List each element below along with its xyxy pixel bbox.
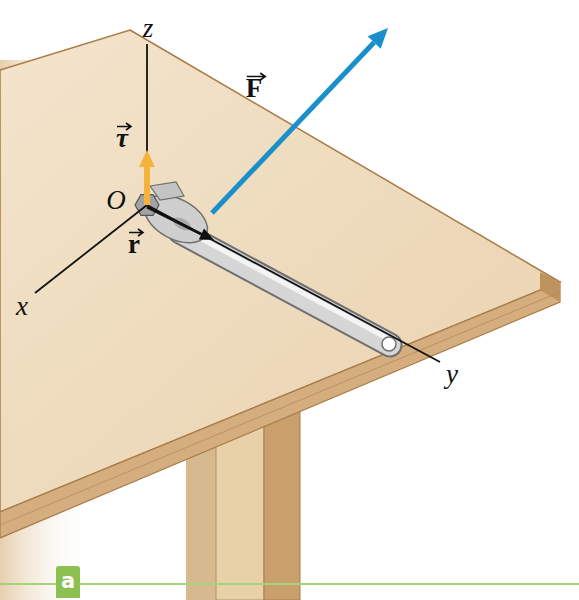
axis-label: z [143,15,154,42]
torque-vector [144,165,150,205]
table-top [0,30,560,512]
wrench-highlight [185,230,385,337]
torque-arrowhead [139,150,155,167]
table-apron [0,282,560,538]
z-axis [146,44,148,205]
x-axis [35,205,147,293]
force-arrowhead [368,28,388,49]
wrench-hole [382,337,396,351]
position-vector [147,207,201,234]
vector-label: r [128,231,140,258]
wrench-handle [180,232,390,345]
panel-letter: a [61,571,75,592]
wrench-handle-outline [180,232,390,345]
force-vector [212,43,374,214]
vector-label: F [246,75,263,102]
panel-tag: a [56,566,80,598]
axis-label: x [16,293,28,320]
panel-rule [0,583,579,585]
y-axis [147,205,440,362]
apron-line [0,292,560,525]
table-corner [540,272,560,302]
axis-label: y [446,361,458,388]
origin-label: O [106,187,126,214]
position-arrowhead [199,229,214,240]
vector-label: τ [116,125,128,152]
